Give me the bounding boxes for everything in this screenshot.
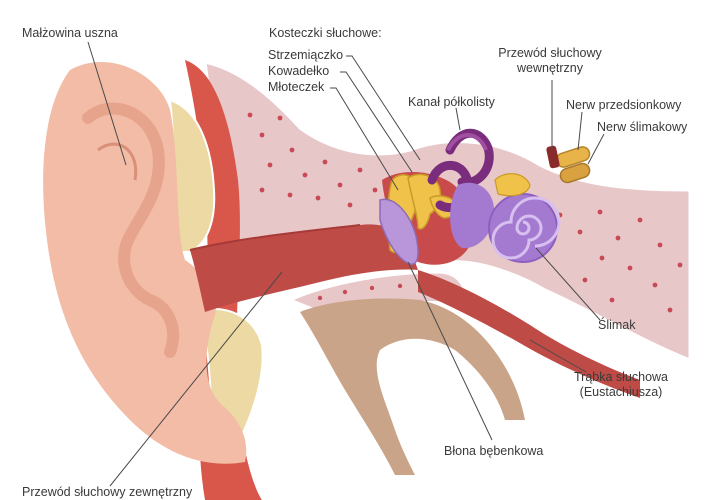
leader-eardrum bbox=[407, 261, 493, 441]
label-semicircular-canal: Kanał półkolisty bbox=[408, 95, 495, 109]
leader-stapes bbox=[346, 55, 421, 161]
leader-auricle bbox=[87, 41, 127, 166]
eustachian-tube-region bbox=[300, 298, 525, 475]
label-vestibular-nerve: Nerw przedsionkowy bbox=[566, 98, 682, 112]
leader-external-canal bbox=[109, 271, 283, 487]
bone-texture-dots bbox=[247, 112, 683, 313]
leader-incus bbox=[340, 71, 413, 173]
auricle-shape bbox=[43, 62, 247, 464]
leader-eustachian bbox=[529, 339, 587, 373]
label-cochlea: Ślimak bbox=[598, 318, 636, 332]
leader-cochlea bbox=[535, 247, 601, 321]
auricle-helix-fold bbox=[82, 102, 180, 358]
eardrum-shape bbox=[379, 198, 419, 265]
label-auricle: Małżowina uszna bbox=[22, 26, 118, 40]
label-malleus: Młoteczek bbox=[268, 80, 325, 94]
leader-vestibular-nerve bbox=[577, 111, 583, 151]
label-ossicles-header: Kosteczki słuchowe: bbox=[269, 26, 382, 40]
leader-semicircular bbox=[455, 107, 461, 131]
label-stapes: Strzemiączko bbox=[268, 48, 344, 62]
label-eustachian-line1: Trąbka słuchowa bbox=[573, 370, 669, 384]
leader-malleus bbox=[330, 87, 399, 191]
label-eustachian: Trąbka słuchowa (Eustachiusza) bbox=[556, 370, 686, 400]
external-canal bbox=[190, 224, 418, 312]
label-incus: Kowadełko bbox=[268, 64, 330, 78]
vestibule bbox=[450, 182, 495, 249]
label-external-canal: Przewód słuchowy zewnętrzny bbox=[22, 485, 193, 499]
label-cochlear-nerve: Nerw ślimakowy bbox=[597, 120, 688, 134]
cochlea-shape bbox=[488, 193, 561, 263]
label-internal-canal: Przewód słuchowy wewnętrzny bbox=[480, 46, 620, 76]
label-eustachian-line2: (Eustachiusza) bbox=[579, 385, 663, 399]
nerves bbox=[546, 145, 591, 184]
label-internal-canal-line1: Przewód słuchowy bbox=[498, 46, 602, 60]
label-eardrum: Błona bębenkowa bbox=[444, 444, 544, 458]
label-internal-canal-line2: wewnętrzny bbox=[517, 61, 583, 75]
eustachian-tube bbox=[418, 270, 640, 398]
leader-lines bbox=[87, 41, 605, 487]
leader-cochlear-nerve bbox=[587, 133, 605, 165]
